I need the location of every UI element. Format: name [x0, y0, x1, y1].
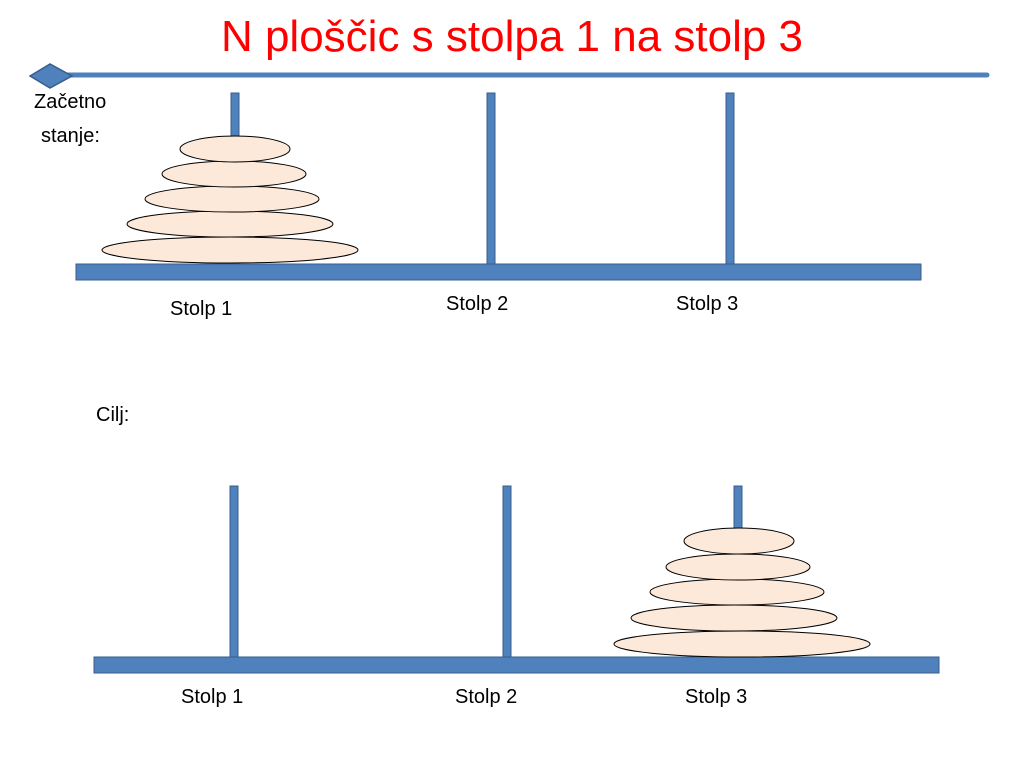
disk-5 [613, 630, 871, 658]
disk-stack-goal [613, 527, 871, 658]
disk-3 [144, 185, 320, 213]
peg-stolp-2-goal [502, 485, 512, 660]
disk-4 [126, 210, 334, 238]
base-board-goal [93, 656, 940, 674]
disk-stack-initial [101, 135, 359, 264]
diamond-bullet-icon [28, 63, 74, 89]
peg-label-stolp-2-initial: Stolp 2 [446, 293, 509, 315]
initial-state-caption-line1: Začetno [34, 91, 107, 113]
disk-1 [683, 527, 795, 555]
disk-2 [665, 553, 811, 581]
goal-state-diagram [93, 485, 940, 674]
disk-3 [649, 578, 825, 606]
peg-label-stolp-2-goal: Stolp 2 [455, 686, 518, 708]
peg-label-stolp-1-goal: Stolp 1 [181, 686, 244, 708]
disk-4 [630, 604, 838, 632]
disk-5 [101, 236, 359, 264]
initial-state-diagram [75, 92, 922, 281]
goal-caption: Cilj: [96, 404, 130, 426]
peg-label-stolp-3-initial: Stolp 3 [676, 293, 739, 315]
peg-stolp-2-initial [486, 92, 496, 266]
disk-2 [161, 160, 307, 188]
peg-label-stolp-3-goal: Stolp 3 [685, 686, 748, 708]
peg-stolp-1-goal [229, 485, 239, 660]
initial-state-caption-line2: stanje: [41, 125, 100, 147]
peg-stolp-3-initial [725, 92, 735, 266]
base-board-initial [75, 263, 922, 281]
slide-title: N ploščic s stolpa 1 na stolp 3 [220, 12, 804, 61]
disk-1 [179, 135, 291, 163]
peg-label-stolp-1-initial: Stolp 1 [170, 298, 233, 320]
